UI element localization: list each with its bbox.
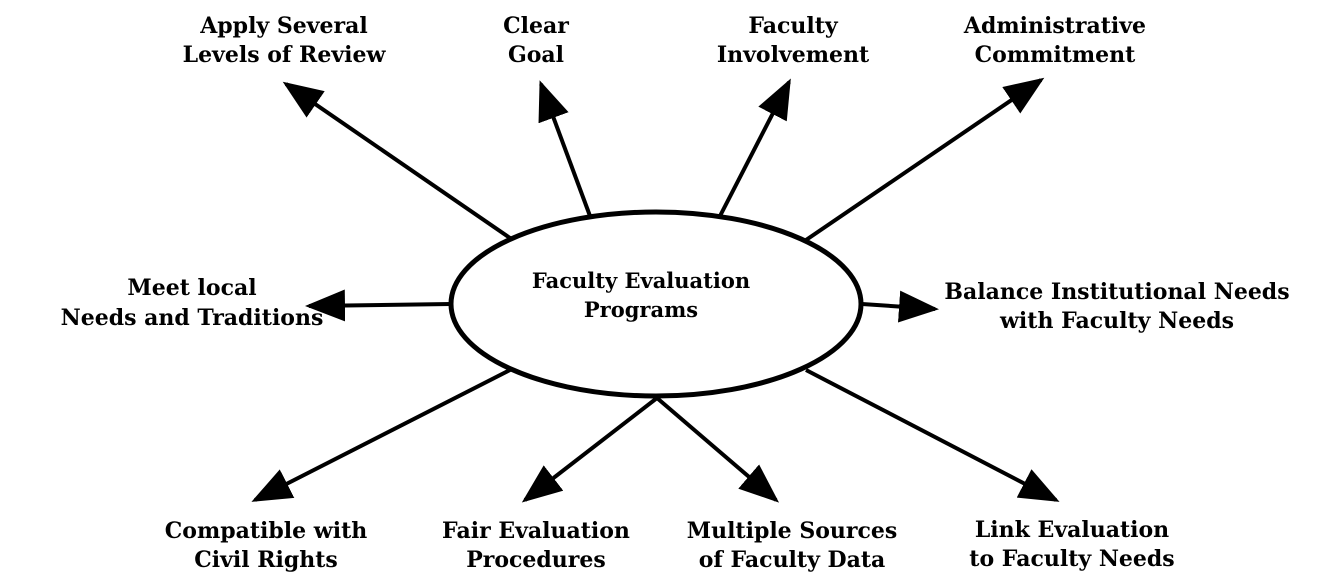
arrow-to-faculty-involvement <box>718 78 791 217</box>
node-clear-goal: Clear Goal <box>503 13 569 68</box>
node-label-line2: Involvement <box>717 42 870 68</box>
node-label-line2: Levels of Review <box>183 42 387 68</box>
arrow-to-several-levels-of-review <box>282 81 512 240</box>
node-label-line1: Administrative <box>963 13 1146 39</box>
arrow-to-multiple-sources <box>655 396 780 503</box>
arrow-to-clear-goal <box>538 80 592 217</box>
node-faculty-involvement: Faculty Involvement <box>717 13 870 68</box>
center-label-line2: Programs <box>584 297 698 322</box>
node-label-line1: Link Evaluation <box>975 517 1169 543</box>
node-label-line2: Commitment <box>975 42 1137 68</box>
arrows <box>251 77 1060 503</box>
node-multiple-sources: Multiple Sources of Faculty Data <box>687 518 898 573</box>
node-label-line2: with Faculty Needs <box>999 308 1234 334</box>
node-label-line1: Multiple Sources <box>687 518 898 544</box>
node-label-line2: Procedures <box>466 547 606 573</box>
node-label-line1: Balance Institutional Needs <box>944 279 1289 305</box>
node-civil-rights: Compatible with Civil Rights <box>165 518 367 573</box>
node-label-line1: Fair Evaluation <box>442 518 630 544</box>
node-label-line2: Goal <box>508 42 564 68</box>
node-label-line1: Clear <box>503 13 569 39</box>
center-ellipse <box>448 209 864 399</box>
arrow-to-fair-procedures <box>521 396 659 503</box>
node-label-line1: Meet local <box>127 275 256 301</box>
node-label-line2: Needs and Traditions <box>61 305 324 331</box>
node-label-line1: Apply Several <box>199 13 368 39</box>
node-label-line1: Compatible with <box>165 518 367 544</box>
node-balance-needs: Balance Institutional Needs with Faculty… <box>944 279 1289 334</box>
node-administrative-commitment: Administrative Commitment <box>963 13 1146 68</box>
node-label-line2: of Faculty Data <box>699 547 886 573</box>
center-label-line1: Faculty Evaluation <box>532 268 750 293</box>
node-several-levels-of-review: Apply Several Levels of Review <box>183 13 387 68</box>
node-label-line2: to Faculty Needs <box>969 546 1174 572</box>
arrow-to-civil-rights <box>251 368 511 502</box>
center-label: Faculty Evaluation Programs <box>532 268 750 322</box>
arrow-to-local-needs <box>305 289 452 322</box>
node-fair-procedures: Fair Evaluation Procedures <box>442 518 630 573</box>
node-local-needs: Meet local Needs and Traditions <box>61 275 324 331</box>
arrow-to-balance-needs <box>861 290 939 323</box>
node-label-line1: Faculty <box>748 13 839 39</box>
node-label-line2: Civil Rights <box>194 547 338 573</box>
arrow-to-administrative-commitment <box>804 77 1045 242</box>
arrow-to-link-evaluation <box>805 368 1060 502</box>
node-link-evaluation: Link Evaluation to Faculty Needs <box>969 517 1174 572</box>
